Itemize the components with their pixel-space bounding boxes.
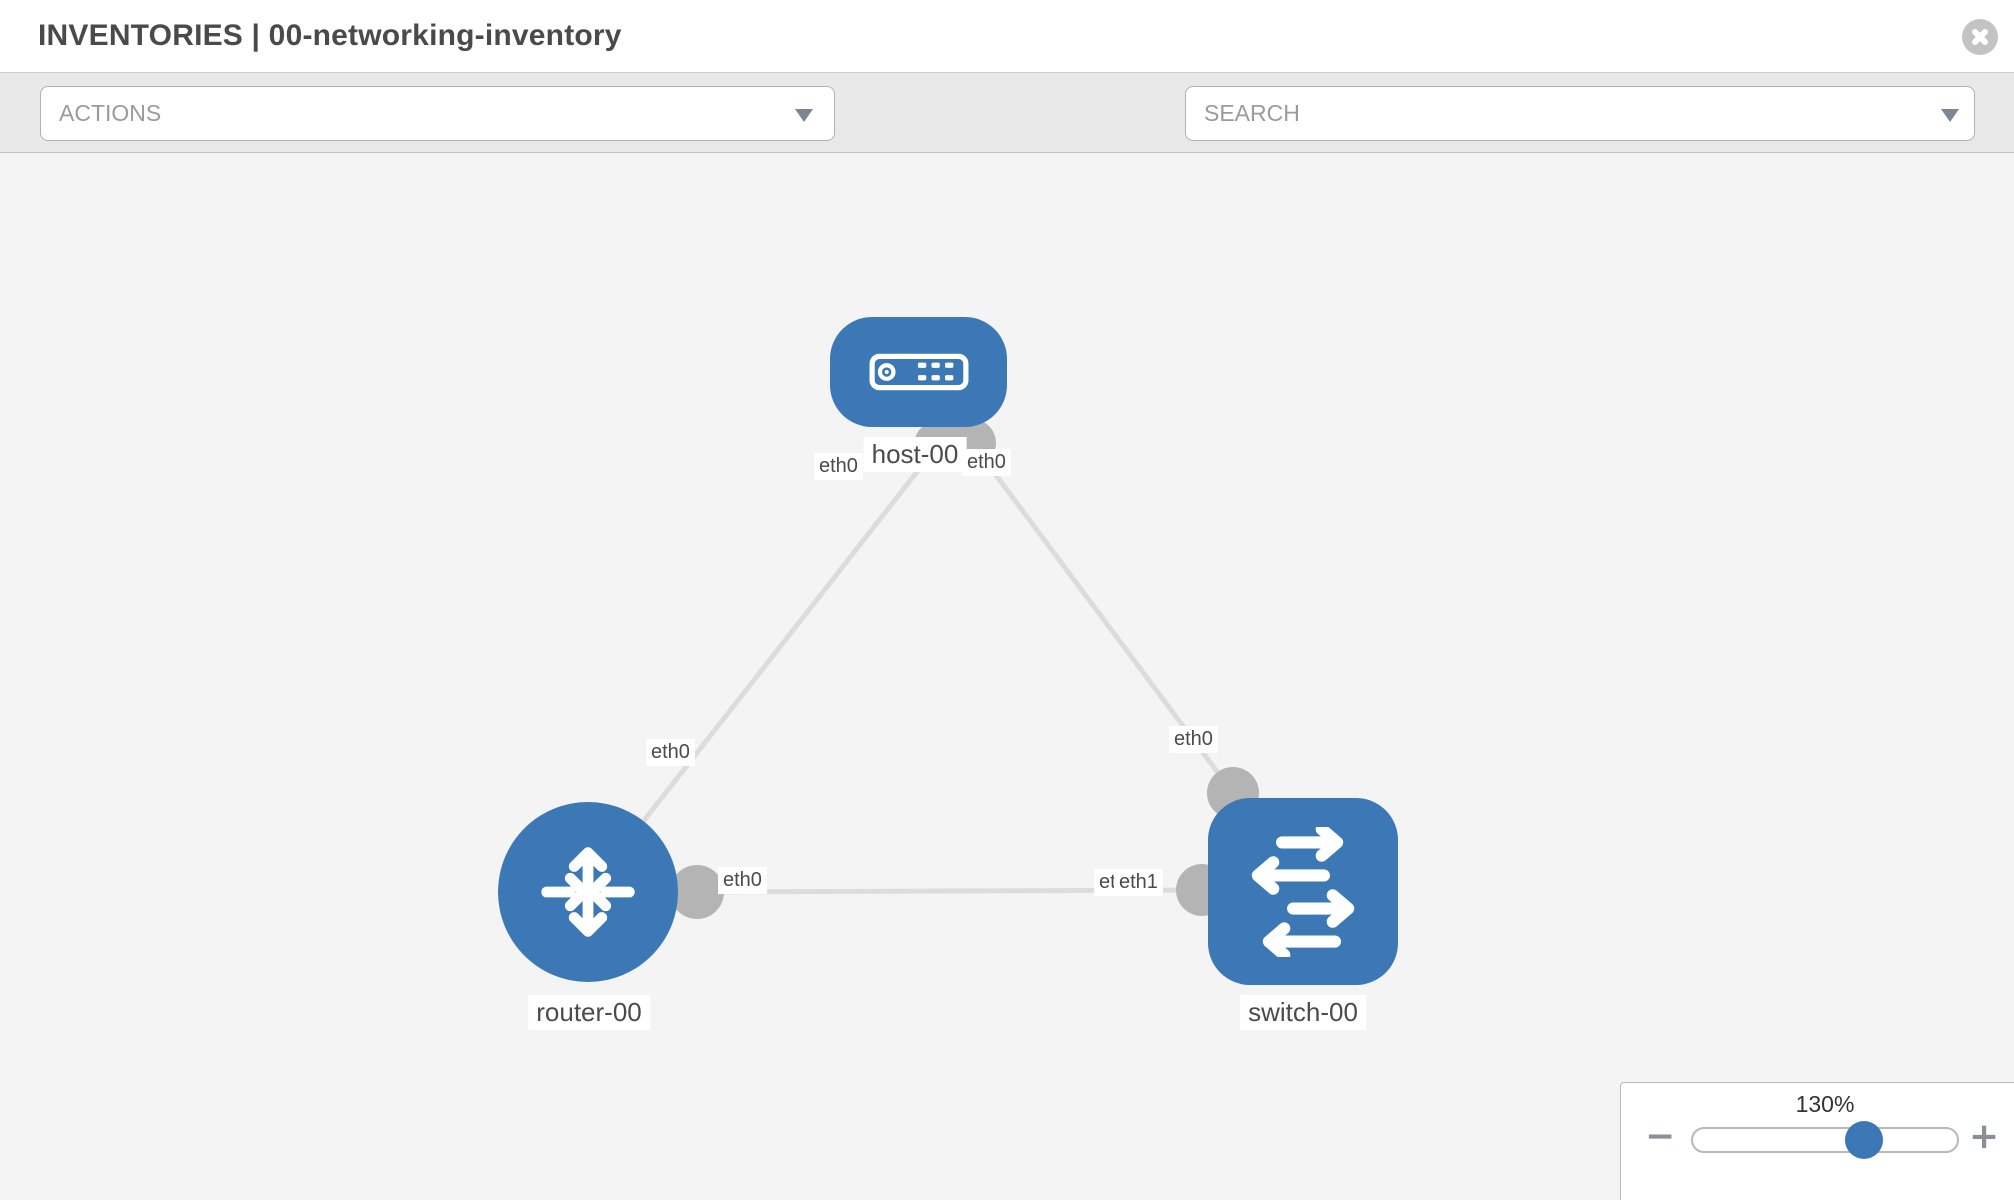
host-icon: [869, 353, 968, 391]
link-host-router[interactable]: [586, 443, 940, 894]
zoom-out-button[interactable]: −: [1645, 1116, 1676, 1157]
node-label-switch: switch-00: [1240, 995, 1366, 1030]
topology-canvas[interactable]: host-00 router-00 switch-00 eth0 eth0 et…: [0, 153, 2014, 1200]
header: INVENTORIES | 00-networking-inventory: [0, 0, 2014, 72]
node-router[interactable]: [498, 802, 678, 982]
zoom-slider-track[interactable]: [1691, 1127, 1959, 1153]
zoom-panel: 130% − +: [1620, 1082, 2014, 1200]
node-label-router: router-00: [528, 995, 650, 1030]
router-icon: [541, 847, 635, 937]
node-label-host: host-00: [863, 437, 967, 472]
switch-icon: [1251, 826, 1355, 957]
toolbar: [0, 72, 2014, 202]
zoom-in-button[interactable]: +: [1969, 1116, 2000, 1157]
search-dropdown[interactable]: [1185, 86, 1975, 141]
interface-label: eth0: [962, 449, 1011, 476]
interface-label: eth0: [1169, 726, 1218, 753]
interface-label: eth0: [646, 739, 695, 766]
zoom-level-label: 130%: [1795, 1091, 1855, 1117]
node-host[interactable]: [830, 317, 1007, 427]
interface-label: eth0: [814, 453, 863, 480]
interface-label: eth0: [718, 867, 767, 894]
zoom-slider-handle[interactable]: [1845, 1121, 1883, 1159]
connector-router-right: [670, 865, 724, 919]
actions-dropdown[interactable]: [40, 86, 835, 141]
close-button[interactable]: [1962, 19, 1998, 55]
page-title: INVENTORIES | 00-networking-inventory: [38, 19, 622, 52]
node-switch[interactable]: [1208, 798, 1398, 985]
link-layer: [586, 419, 1259, 919]
interface-label: eth1: [1114, 869, 1163, 896]
